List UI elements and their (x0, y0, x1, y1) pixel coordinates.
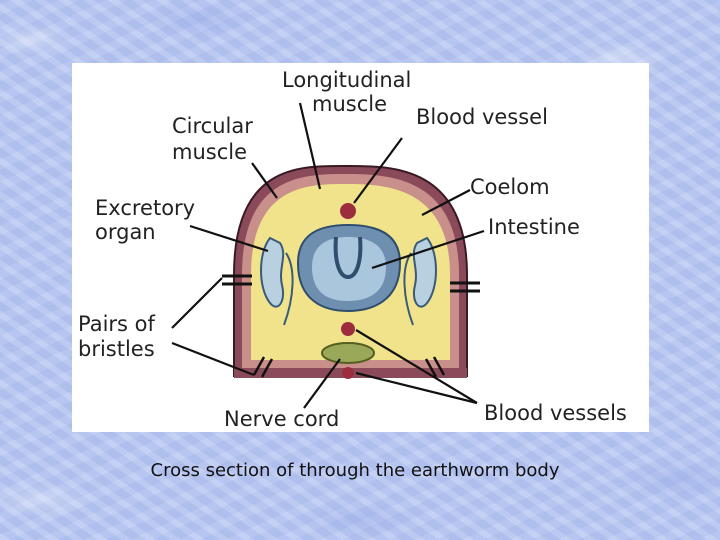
earthworm-cross-section: Longitudinal muscle Blood vessel Circula… (78, 68, 627, 431)
leader-nerve-cord (303, 358, 341, 409)
subneural-blood-vessel (342, 367, 354, 379)
bristle-ventral-left (252, 356, 274, 378)
leader-blood-vessels-lower (355, 371, 478, 405)
leader-longitudinal-muscle (298, 102, 322, 190)
leader-bristles-lower (171, 341, 255, 377)
label-circular-muscle-line1: Circular (172, 114, 253, 138)
label-nerve-cord: Nerve cord (224, 407, 339, 431)
label-blood-vessel: Blood vessel (416, 105, 548, 129)
leader-intestine (371, 229, 485, 270)
label-longitudinal-muscle-line2: muscle (312, 92, 387, 116)
leader-blood-vessels-upper (355, 329, 478, 404)
caption: Cross section of through the earthworm b… (150, 460, 560, 481)
ventral-blood-vessel (341, 322, 355, 336)
leader-circular-muscle (251, 162, 278, 199)
intestine-inner (312, 237, 386, 301)
bristle-ventral-right (424, 356, 446, 378)
leader-bristles-upper (171, 277, 223, 329)
diagram-panel: Longitudinal muscle Blood vessel Circula… (72, 63, 649, 432)
label-bristles-line1: Pairs of (78, 312, 156, 336)
label-excretory-organ-line2: organ (95, 220, 156, 244)
nerve-cord (321, 342, 375, 364)
excretory-organ-left (260, 236, 285, 308)
label-circular-muscle-line2: muscle (172, 140, 247, 164)
label-intestine: Intestine (488, 215, 580, 239)
leader-blood-vessel (353, 137, 403, 204)
leader-excretory-organ (189, 224, 269, 253)
label-bristles-line2: bristles (78, 337, 155, 361)
excretory-tubule-left (283, 252, 294, 326)
label-coelom: Coelom (470, 175, 550, 199)
leader-coelom (421, 189, 471, 216)
label-longitudinal-muscle-line1: Longitudinal (282, 68, 411, 92)
label-excretory-organ-line1: Excretory (95, 196, 195, 220)
label-blood-vessels: Blood vessels (484, 401, 627, 425)
excretory-organ-right (412, 236, 437, 308)
excretory-tubule-right (403, 252, 414, 326)
typhlosole (333, 236, 363, 280)
dorsal-blood-vessel (340, 203, 356, 219)
